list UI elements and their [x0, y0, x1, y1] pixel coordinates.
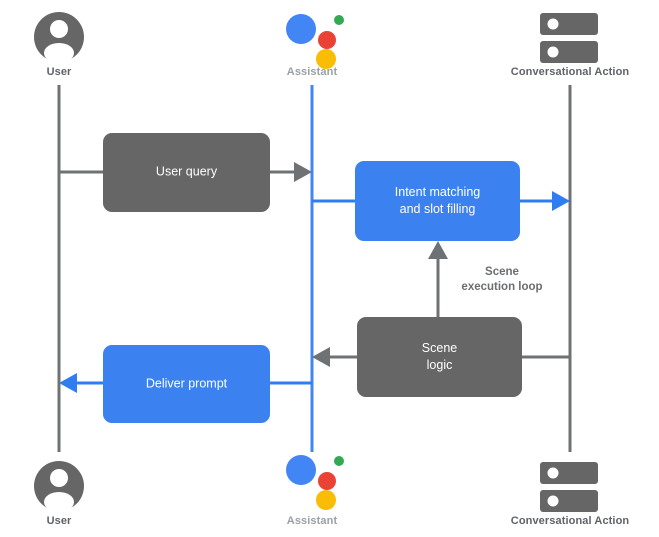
arrowhead-to-user — [59, 373, 77, 393]
node-scene-logic-shape[interactable] — [357, 317, 522, 397]
node-intent-matching-shape[interactable] — [355, 161, 520, 241]
server-stack-icon-bottom — [540, 462, 598, 512]
arrowhead-to-intent-matching — [428, 241, 448, 259]
node-user-query-shape[interactable] — [103, 133, 270, 212]
server-stack-icon-top — [540, 13, 598, 63]
arrowhead-to-conversational-action — [552, 191, 570, 211]
lane-label-conversational-action-bottom: Conversational Action — [510, 515, 630, 527]
lane-label-assistant-top: Assistant — [286, 66, 338, 78]
user-avatar-icon-bottom — [34, 461, 84, 512]
lane-label-assistant-bottom: Assistant — [286, 515, 338, 527]
annotation-scene-execution-loop: Scene execution loop — [461, 266, 543, 293]
arrowhead-scenelogic-to-assistant — [312, 347, 330, 367]
google-assistant-icon-bottom — [286, 455, 344, 510]
google-assistant-icon-top — [286, 14, 344, 69]
lane-label-user-top: User — [46, 66, 72, 78]
node-deliver-prompt-shape[interactable] — [103, 345, 270, 423]
arrowhead-to-assistant — [294, 162, 312, 182]
user-avatar-icon-top — [34, 12, 84, 63]
lane-label-user-bottom: User — [46, 515, 72, 527]
lane-label-conversational-action-top: Conversational Action — [510, 66, 630, 78]
